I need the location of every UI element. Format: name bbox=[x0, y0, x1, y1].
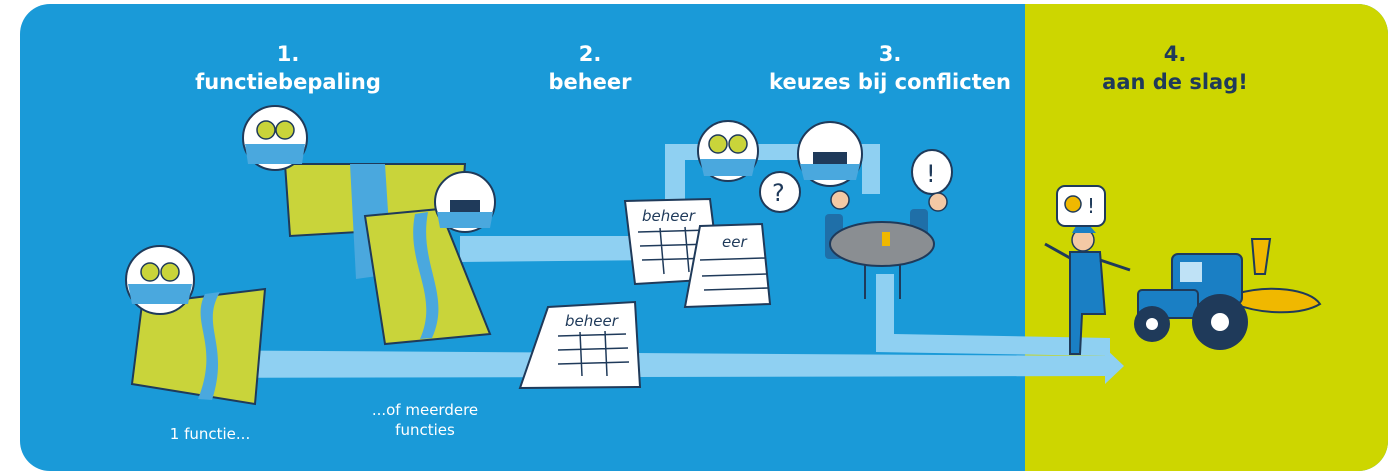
document-1-label: beheer bbox=[642, 207, 696, 225]
exclamation-bubble: ! bbox=[911, 149, 953, 195]
step-4-label: aan de slag! bbox=[1102, 70, 1248, 94]
exclamation-mark: ! bbox=[926, 160, 936, 188]
beheer-document-2: eer bbox=[683, 222, 772, 309]
step-4-title: 4. aan de slag! bbox=[1085, 40, 1265, 96]
step-1-label: functiebepaling bbox=[195, 70, 381, 94]
document-3-label: beheer bbox=[565, 312, 619, 330]
beheer-document-3: beheer bbox=[518, 300, 642, 390]
step-1-title: 1. functiebepaling bbox=[178, 40, 398, 96]
single-function-caption: 1 functie... bbox=[169, 425, 251, 443]
multi-function-fields bbox=[242, 105, 496, 346]
step-4-number: 4. bbox=[1163, 42, 1187, 66]
step-3-title: 3. keuzes bij conflicten bbox=[740, 40, 1040, 96]
flow-arrow-2 bbox=[460, 236, 660, 262]
multiple-functions-caption-line-2: functies bbox=[395, 421, 455, 439]
question-bubble: ? bbox=[759, 171, 801, 213]
idea-exclamation: ! bbox=[1087, 194, 1095, 218]
conflict-nature-circle bbox=[697, 120, 759, 182]
worker-figure bbox=[1044, 226, 1131, 355]
document-2-label: eer bbox=[722, 233, 747, 251]
main-flow-arrow bbox=[160, 348, 1124, 384]
question-mark: ? bbox=[772, 179, 785, 207]
process-illustration: beheer eer beheer ? bbox=[125, 105, 1322, 406]
single-function-field bbox=[125, 245, 267, 406]
step-3-number: 3. bbox=[878, 42, 902, 66]
step-2-title: 2. beheer bbox=[535, 40, 645, 96]
multiple-functions-caption: ...of meerdere functies bbox=[350, 400, 500, 440]
step-3-label: keuzes bij conflicten bbox=[769, 70, 1011, 94]
idea-bubble: ! bbox=[1056, 185, 1106, 227]
conflict-house-circle bbox=[797, 121, 863, 187]
meeting-table bbox=[825, 190, 948, 299]
multiple-functions-caption-line-1: ...of meerdere bbox=[371, 401, 479, 419]
conflict-down-pipe bbox=[876, 274, 1110, 356]
step-2-label: beheer bbox=[548, 70, 632, 94]
tractor bbox=[1134, 238, 1322, 350]
step-2-number: 2. bbox=[578, 42, 602, 66]
step-1-number: 1. bbox=[276, 42, 300, 66]
process-panel: beheer eer beheer ? bbox=[20, 4, 1388, 471]
